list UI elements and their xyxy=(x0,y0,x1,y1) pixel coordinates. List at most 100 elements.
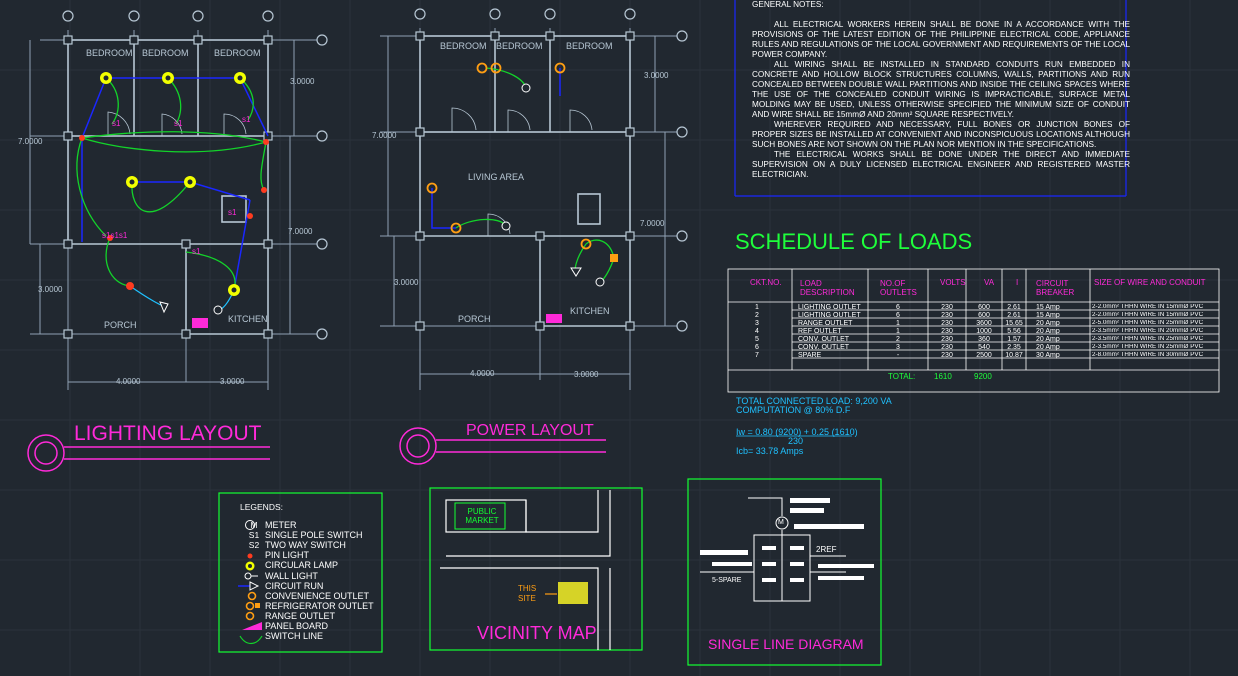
schedule-header-desc: LOAD DESCRIPTION xyxy=(800,279,855,297)
schedule-cell: 2-2.0mm² THHN WIRE IN 15mmØ PVC xyxy=(1092,304,1204,310)
lighting-dim-bottom-right: 3.0000 xyxy=(220,377,245,386)
power-room-kitchen: KITCHEN xyxy=(570,306,610,316)
vicinity-map xyxy=(429,487,643,651)
schedule-cell: SPARE xyxy=(798,352,822,359)
panel-board-icon xyxy=(546,314,562,323)
panel-board-icon xyxy=(192,318,208,328)
computation-result: Icb= 33.78 Amps xyxy=(736,446,804,456)
meter-icon xyxy=(775,516,789,530)
switch-label: s1 xyxy=(228,208,237,217)
power-dim-right: 7.0000 xyxy=(640,219,665,228)
schedule-header-i: I xyxy=(1016,278,1019,287)
switch-label: s1 xyxy=(174,119,183,128)
schedule-table-grid xyxy=(727,268,1220,393)
power-dim-top-right: 3.0000 xyxy=(644,71,669,80)
legend-label: WALL LIGHT xyxy=(265,570,318,581)
legend-item-switch-line: SWITCH LINE xyxy=(243,631,374,641)
schedule-cell: 2-3.5mm² THHN WIRE IN 25mmØ PVC xyxy=(1092,344,1204,350)
general-notes-heading: GENERAL NOTES: xyxy=(752,0,824,9)
single-line-spare: 5-SPARE xyxy=(712,577,742,584)
single-line-meter-label: M xyxy=(778,519,784,526)
vicinity-this-site: THIS SITE xyxy=(518,584,537,603)
schedule-cell: 4 xyxy=(755,328,759,335)
schedule-cell: 5.56 xyxy=(1007,328,1021,335)
schedule-cell: 2-2.0mm² THHN WIRE IN 15mmØ PVC xyxy=(1092,312,1204,318)
schedule-cell: 20 Amp xyxy=(1036,328,1060,335)
schedule-cell: 2 xyxy=(896,336,900,343)
schedule-cell: 230 xyxy=(941,328,953,335)
power-plan xyxy=(380,8,688,465)
power-dim-left-low: 3.0000 xyxy=(394,278,419,287)
schedule-title: SCHEDULE OF LOADS xyxy=(735,229,973,254)
switch-label: s1 xyxy=(112,119,121,128)
computation-total-load: TOTAL CONNECTED LOAD: 9,200 VA xyxy=(736,396,892,406)
site-marker xyxy=(558,582,588,604)
meter-symbol: M xyxy=(250,520,258,531)
legends-title: LEGENDS: xyxy=(240,502,283,512)
legend-label: PANEL BOARD xyxy=(265,620,329,631)
schedule-cell: 20 Amp xyxy=(1036,344,1060,351)
lighting-room-kitchen: KITCHEN xyxy=(228,314,268,324)
schedule-cell: 15 Amp xyxy=(1036,304,1060,311)
legend-item-refrigerator-outlet: REFRIGERATOR OUTLET xyxy=(243,601,374,611)
schedule-total-va: 9200 xyxy=(974,372,992,381)
schedule-cell: 230 xyxy=(941,336,953,343)
lighting-title-marker xyxy=(27,434,270,472)
lighting-dim-left-low: 3.0000 xyxy=(38,285,63,294)
schedule-cell: 2-5.0mm² THHN WIRE IN 25mmØ PVC xyxy=(1092,320,1204,326)
schedule-cell: 230 xyxy=(941,320,953,327)
general-note-4: THE ELECTRICAL WORKS SHALL BE DONE UNDER… xyxy=(752,150,1130,179)
schedule-total-label: TOTAL: xyxy=(888,372,916,381)
schedule-cell: 230 xyxy=(941,312,953,319)
single-line-title: SINGLE LINE DIAGRAM xyxy=(708,636,864,652)
power-dim-bottom-right: 3.0000 xyxy=(574,370,599,379)
lighting-room-bedroom-2: BEDROOM xyxy=(142,48,189,58)
general-notes: GENERAL NOTES: ALL ELECTRICAL WORKERS HE… xyxy=(752,0,1130,180)
lighting-plan xyxy=(27,10,328,472)
switch-label: s1 xyxy=(242,115,251,124)
s2-symbol: S2 xyxy=(248,540,260,551)
lighting-room-porch: PORCH xyxy=(104,320,137,330)
legend-item-two-way-switch: S2 TWO WAY SWITCH xyxy=(243,540,374,550)
computation-denominator: 230 xyxy=(788,436,804,446)
schedule-cell: RANGE OUTLET xyxy=(798,320,853,327)
single-line-2ref: 2REF xyxy=(816,545,837,554)
schedule-cell: 3 xyxy=(755,320,759,327)
schedule-cell: 1 xyxy=(896,320,900,327)
schedule-cell: 10.87 xyxy=(1005,352,1023,359)
schedule-header-va: VA xyxy=(984,278,995,287)
lighting-room-bedroom-3: BEDROOM xyxy=(214,48,261,58)
pin-light-icon xyxy=(79,135,269,290)
legend-label: REFRIGERATOR OUTLET xyxy=(265,600,374,611)
schedule-cell: 3600 xyxy=(976,320,992,327)
lighting-dim-left: 7.0000 xyxy=(18,137,43,146)
schedule-cell: - xyxy=(896,352,900,359)
schedule-cell: 15.65 xyxy=(1005,320,1023,327)
legend-label: CIRCUIT RUN xyxy=(265,580,324,591)
legend-label: TWO WAY SWITCH xyxy=(265,540,346,551)
lighting-layout-title: LIGHTING LAYOUT xyxy=(74,422,262,445)
schedule-header-volts: VOLTS xyxy=(940,278,966,287)
legend-label: METER xyxy=(265,520,297,531)
computation-df: COMPUTATION @ 80% D.F xyxy=(736,405,851,415)
s1-symbol: S1 xyxy=(248,530,260,541)
lighting-dim-top-right: 3.0000 xyxy=(290,77,315,86)
schedule-cell: 2-3.5mm² THHN WIRE IN 25mmØ PVC xyxy=(1092,336,1204,342)
schedule-cell: 1 xyxy=(755,304,759,311)
circular-lamp-icon xyxy=(100,72,246,296)
vicinity-public-market: PUBLIC MARKET xyxy=(465,507,499,525)
power-title-marker xyxy=(399,427,606,465)
schedule-cell: 360 xyxy=(978,336,990,343)
schedule-header-breaker: CIRCUIT BREAKER xyxy=(1036,279,1075,297)
schedule-cell: 6 xyxy=(896,304,900,311)
switch-label-multi: s1s1s1 xyxy=(102,231,128,240)
legends-frame xyxy=(218,492,383,653)
legend-label: CONVENIENCE OUTLET xyxy=(265,590,370,601)
power-room-bedroom-3: BEDROOM xyxy=(566,41,613,51)
schedule-cell: 6 xyxy=(755,344,759,351)
power-room-bedroom-1: BEDROOM xyxy=(440,41,487,51)
schedule-cell: 600 xyxy=(978,312,990,319)
schedule-cell: 2.61 xyxy=(1007,312,1021,319)
